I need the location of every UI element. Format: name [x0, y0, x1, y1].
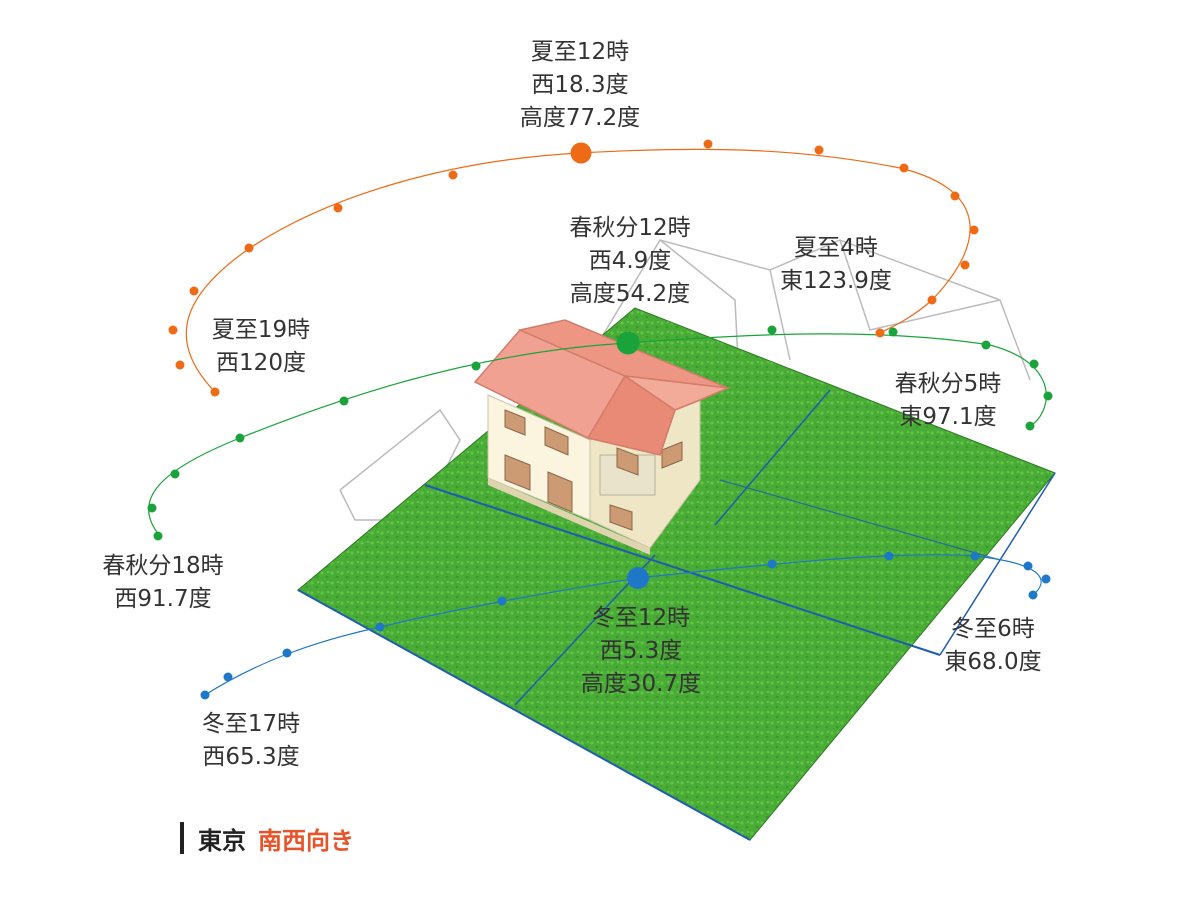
summer-sun-markers [168, 139, 979, 397]
label-summer-19: 夏至19時西120度 [211, 317, 311, 376]
summer-solstice-sun-path [185, 148, 971, 393]
label-equinox-noon: 春秋分12時西4.9度高度54.2度 [569, 215, 691, 307]
caption-bar [180, 822, 184, 854]
location-caption: 東京 南西向き [180, 820, 354, 856]
label-summer-noon: 夏至12時西18.3度高度77.2度 [519, 39, 641, 131]
caption-city: 東京 [198, 827, 246, 855]
equinox-sun-markers [147, 325, 1053, 541]
label-winter-6am: 冬至6時東68.0度 [944, 616, 1042, 675]
label-equinox-18: 春秋分18時西91.7度 [102, 553, 224, 612]
label-equinox-5am: 春秋分5時東97.1度 [894, 371, 1002, 430]
winter-sun-markers [200, 551, 1051, 700]
label-summer-4am: 夏至4時東123.9度 [780, 235, 892, 294]
label-winter-noon: 冬至12時西5.3度高度30.7度 [580, 605, 702, 697]
caption-orientation: 南西向き [258, 827, 354, 855]
label-winter-17: 冬至17時西65.3度 [201, 711, 301, 770]
